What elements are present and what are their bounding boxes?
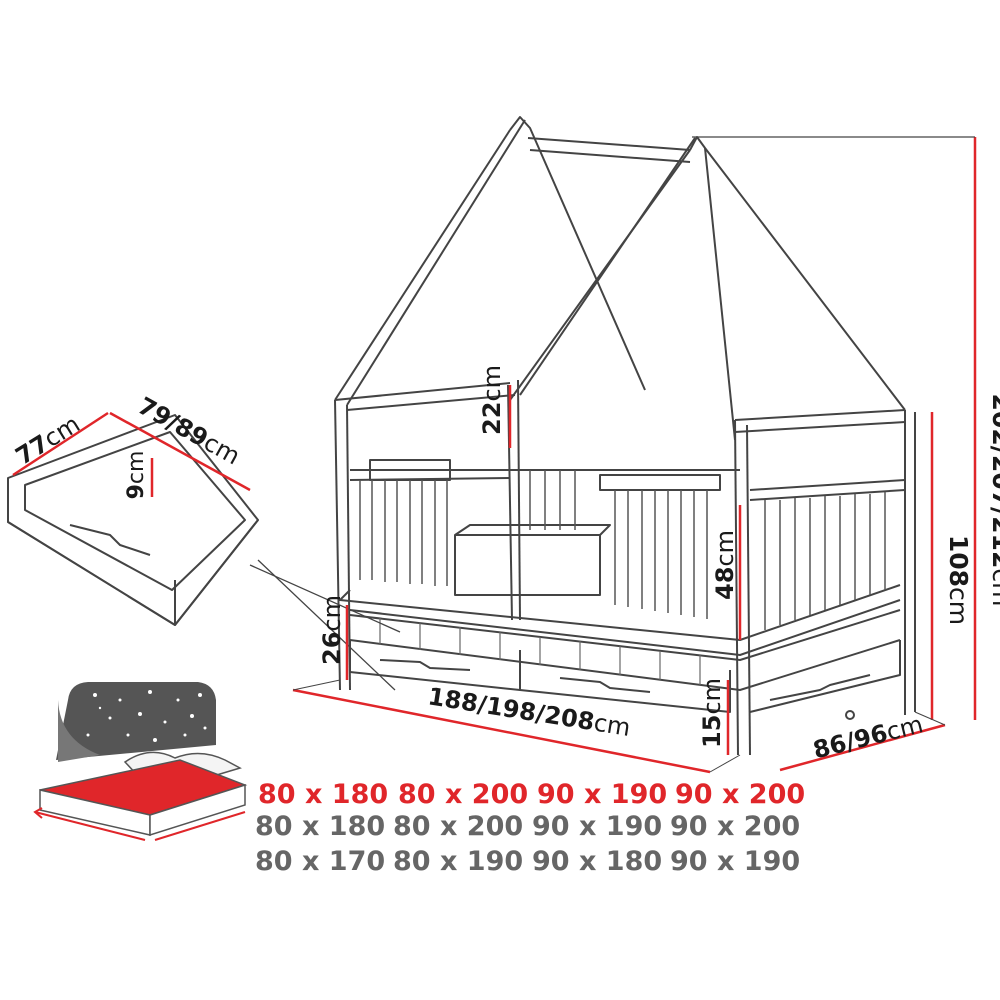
svg-text:22cm: 22cm	[478, 365, 506, 435]
svg-text:15cm: 15cm	[698, 678, 726, 748]
size-alt: 80 x 180	[255, 811, 385, 842]
underbed-height-label: 26cm	[318, 595, 346, 665]
svg-text:202/207/212cm: 202/207/212cm	[987, 394, 1000, 607]
size-primary: 80 x 200	[398, 779, 528, 810]
width-line	[779, 723, 946, 772]
size-alt: 80 x 190	[393, 846, 523, 877]
svg-text:86/96cm: 86/96cm	[810, 710, 926, 764]
starry-night-icon	[56, 682, 216, 762]
width-label: 86/96cm	[810, 710, 926, 764]
drawer-height-label: 9cm	[124, 451, 149, 500]
drawer-drawing	[7, 414, 259, 626]
drawer-depth-line	[12, 411, 109, 477]
size-alt: 90 x 190	[670, 846, 800, 877]
total-height-label: 202/207/212cm	[987, 394, 1000, 607]
svg-text:26cm: 26cm	[318, 595, 346, 665]
extension-lines	[292, 679, 946, 773]
dimension-lines	[12, 136, 977, 774]
side-height-label: 108cm	[944, 535, 973, 625]
drawer-clearance-label: 15cm	[698, 678, 726, 748]
size-alt: 80 x 200	[393, 811, 523, 842]
size-alt: 90 x 200	[670, 811, 800, 842]
size-alt: 90 x 180	[532, 846, 662, 877]
size-primary: 80 x 180	[258, 779, 388, 810]
svg-text:108cm: 108cm	[944, 535, 973, 625]
house-bed-drawing	[334, 116, 916, 756]
svg-text:9cm: 9cm	[124, 451, 149, 500]
guard-height-label: 48cm	[711, 530, 739, 600]
leader-line	[257, 559, 396, 691]
svg-text:48cm: 48cm	[711, 530, 739, 600]
drawer-width-line	[109, 411, 251, 492]
mattress-size-table: 80 x 180 80 x 180 80 x 170 80 x 200 80 x…	[255, 779, 805, 877]
size-primary: 90 x 200	[675, 779, 805, 810]
roof-gap-label: 22cm	[478, 365, 506, 435]
size-alt: 90 x 190	[532, 811, 662, 842]
leader-line	[249, 564, 401, 633]
length-line	[292, 688, 711, 774]
size-alt: 80 x 170	[255, 846, 385, 877]
mattress-icon	[33, 751, 248, 841]
size-primary: 90 x 190	[537, 779, 667, 810]
